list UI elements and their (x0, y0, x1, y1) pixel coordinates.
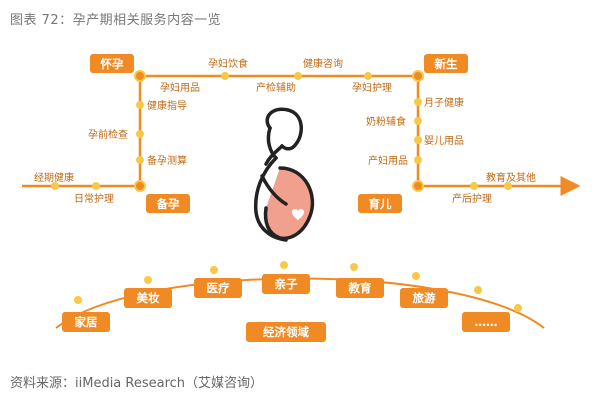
economy-label-box: 经济领域 (246, 322, 326, 342)
economy-node-8 (514, 304, 522, 312)
node-bottom-right-2 (504, 182, 512, 190)
node-top-1 (221, 72, 229, 80)
label-maternal-products: 产妇用品 (368, 154, 408, 167)
label-postnatal-care: 产后护理 (452, 192, 492, 205)
economy-label: 经济领域 (263, 325, 309, 339)
pregnant-woman-illustration (253, 107, 315, 242)
head-outline (265, 107, 303, 151)
economy-category-parenting: 亲子 (262, 274, 310, 294)
economy-node-7 (474, 286, 482, 294)
economy-nodes (74, 261, 522, 312)
stage-pregnancy-label: 怀孕 (101, 57, 124, 71)
neck-outline (264, 144, 284, 166)
economy-category-education: 教育 (336, 278, 384, 298)
node-top-2 (294, 72, 302, 80)
economy-category-more: …… (462, 312, 510, 332)
source-note: 资料来源：iiMedia Research（艾媒咨询） (10, 376, 264, 391)
label-postpartum-health: 月子健康 (424, 96, 464, 109)
service-labels: 孕妇饮食 健康咨询 孕妇用品 产检辅助 孕妇护理 健康指导 孕前检查 备孕测算 … (34, 57, 536, 205)
label-daily-care: 日常护理 (74, 192, 114, 205)
node-bottom-left-2 (92, 182, 100, 190)
arm-outline (260, 174, 288, 206)
label-formula-complementary-food: 奶粉辅食 (366, 115, 406, 128)
node-left-1 (136, 101, 144, 109)
svg-text:教育: 教育 (348, 281, 372, 295)
svg-text:家居: 家居 (75, 315, 98, 329)
node-right-4 (414, 156, 422, 164)
corner-node-bottom-left (134, 180, 146, 192)
label-health-guidance: 健康指导 (147, 99, 187, 112)
node-bottom-right-1 (470, 182, 478, 190)
stage-box-parenting: 育儿 (358, 194, 402, 213)
label-preconception-check: 孕前检查 (88, 128, 128, 141)
stage-box-preparation: 备孕 (146, 194, 190, 213)
svg-text:旅游: 旅游 (413, 291, 436, 305)
economy-node-6 (412, 272, 420, 280)
economy-node-1 (74, 296, 82, 304)
svg-text:美妆: 美妆 (137, 291, 160, 305)
economy-category-medical: 医疗 (194, 278, 242, 298)
label-health-consulting: 健康咨询 (303, 57, 343, 70)
label-baby-products: 婴儿用品 (424, 135, 464, 147)
heart-icon (292, 209, 304, 220)
node-left-2 (136, 130, 144, 138)
hair-outline (266, 126, 278, 160)
label-education-other: 教育及其他 (486, 171, 536, 184)
corner-node-bottom-right (412, 180, 424, 192)
economy-category-home: 家居 (62, 312, 110, 332)
label-maternity-products: 孕妇用品 (160, 81, 200, 94)
stage-newborn-label: 新生 (435, 57, 458, 71)
economy-node-2 (144, 276, 152, 284)
corner-node-top-right (412, 70, 424, 82)
label-menstrual-health: 经期健康 (34, 171, 74, 184)
economy-category-beauty: 美妆 (124, 288, 172, 308)
stage-box-newborn: 新生 (424, 54, 468, 73)
label-maternity-care: 孕妇护理 (352, 81, 392, 94)
node-right-1 (414, 98, 422, 106)
economy-node-3 (210, 266, 218, 274)
economy-category-travel: 旅游 (400, 288, 448, 308)
node-bottom-left-1 (51, 182, 59, 190)
corner-node-top-left (134, 70, 146, 82)
svg-text:亲子: 亲子 (275, 277, 298, 291)
stage-box-pregnancy: 怀孕 (90, 54, 134, 73)
node-right-3 (414, 136, 422, 144)
economy-node-4 (280, 261, 288, 269)
belly-outline (263, 166, 315, 241)
figure-title: 图表 72：孕产期相关服务内容一览 (10, 13, 222, 28)
stage-preparation-label: 备孕 (156, 197, 180, 211)
corner-nodes (134, 70, 424, 192)
node-left-3 (136, 156, 144, 164)
service-nodes (51, 72, 512, 190)
label-pregnancy-diet: 孕妇饮食 (208, 57, 248, 70)
label-conception-calculation: 备孕测算 (147, 154, 187, 167)
stage-parenting-label: 育儿 (369, 197, 392, 211)
svg-text:……: …… (475, 315, 498, 329)
node-top-3 (364, 72, 372, 80)
economy-node-5 (350, 263, 358, 271)
label-prenatal-checkup-aid: 产检辅助 (256, 81, 296, 94)
node-right-2 (414, 117, 422, 125)
svg-text:医疗: 医疗 (207, 281, 230, 295)
